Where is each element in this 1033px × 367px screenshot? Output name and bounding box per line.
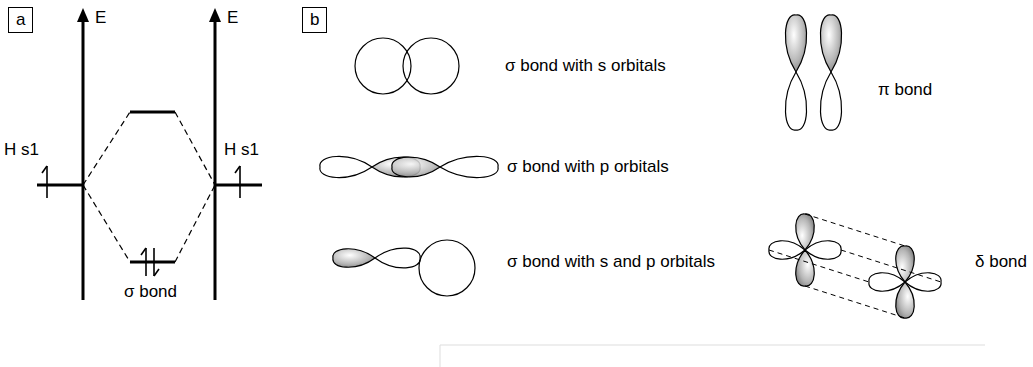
bond-label: σ bond with s orbitals	[505, 56, 666, 76]
bond-label: σ bond with s and p orbitals	[507, 252, 715, 272]
panel-letter: a	[16, 10, 25, 29]
pi-orbital	[785, 15, 841, 130]
panel-letter: b	[310, 10, 319, 29]
correlation-line	[83, 112, 215, 262]
bond-label: σ bond with p orbitals	[507, 157, 669, 177]
energy-level	[37, 112, 262, 262]
orbital-label: H s1	[224, 140, 259, 160]
panel-tag: a	[8, 7, 33, 33]
orbital-label: σ bond	[124, 282, 177, 302]
electron-arrow	[42, 166, 240, 276]
frame-line	[440, 345, 985, 367]
s-orbital	[355, 38, 459, 94]
d-orbital	[769, 214, 941, 318]
energy-axis	[83, 18, 215, 300]
p-orbital	[320, 156, 498, 177]
axis-label: E	[227, 8, 238, 28]
delta-guide	[769, 214, 941, 318]
bond-label: δ bond	[975, 252, 1027, 272]
sp-orbital	[333, 240, 475, 296]
panel-tag: b	[302, 7, 327, 33]
axis-label: E	[95, 8, 106, 28]
bond-label: π bond	[878, 80, 932, 100]
orbital-label: H s1	[4, 140, 39, 160]
